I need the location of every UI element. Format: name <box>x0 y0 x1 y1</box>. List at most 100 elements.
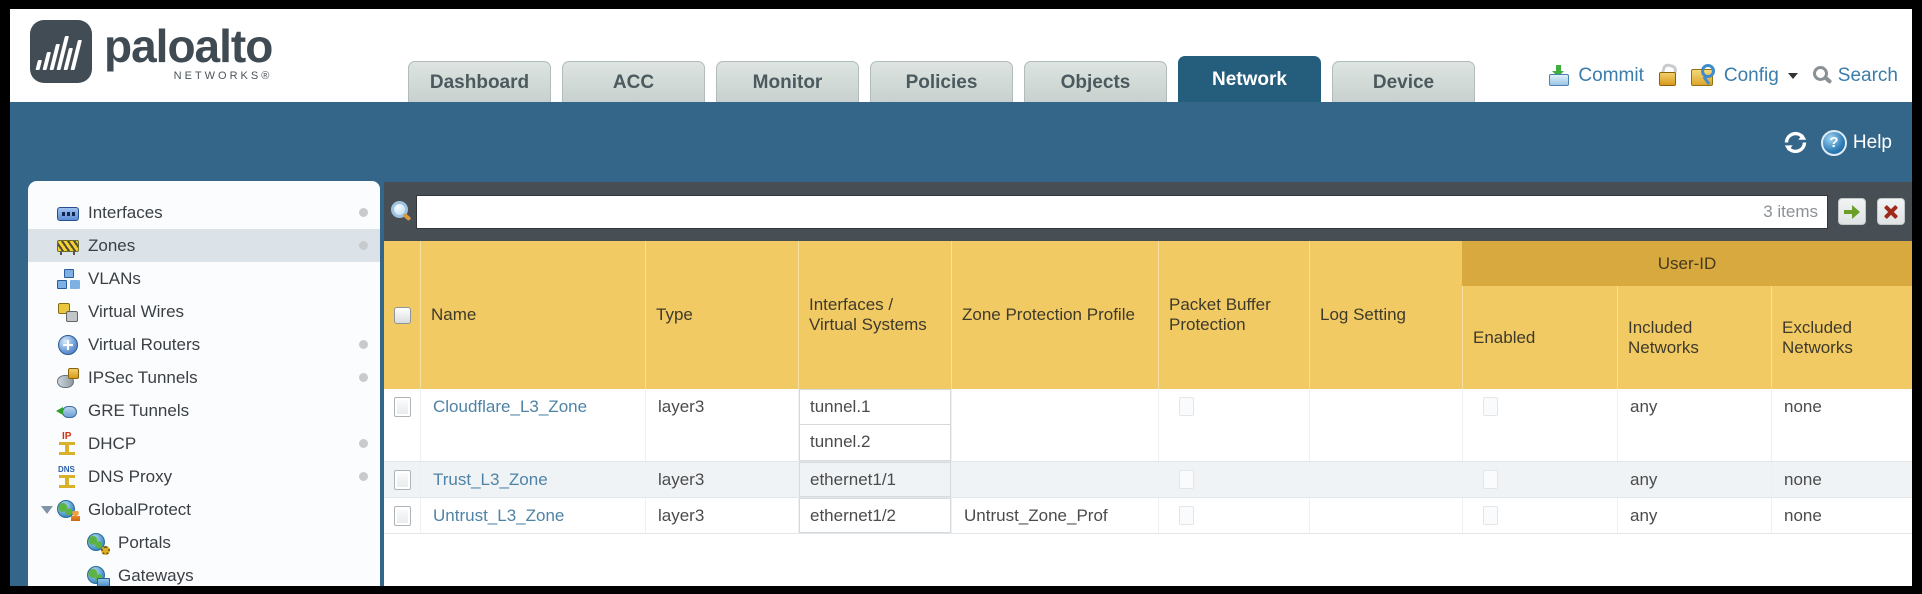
sidebar-item-label: Portals <box>118 532 171 552</box>
sidebar-item-label: Virtual Routers <box>88 334 201 354</box>
sidebar-item-vlans[interactable]: VLANs <box>28 262 380 295</box>
interface-entry: tunnel.1 <box>799 389 951 425</box>
table-body: Cloudflare_L3_Zone layer3 tunnel.1 tunne… <box>384 389 1912 534</box>
select-all-checkbox[interactable] <box>393 306 411 324</box>
tab-acc[interactable]: ACC <box>562 61 705 102</box>
zone-link[interactable]: Cloudflare_L3_Zone <box>433 397 588 416</box>
status-dot <box>359 472 368 481</box>
col-header-name[interactable]: Name <box>420 241 645 389</box>
filter-search-icon[interactable] <box>388 198 412 226</box>
cell-zone-protection-profile: Untrust_Zone_Prof <box>951 498 1158 533</box>
cell-name: Cloudflare_L3_Zone <box>420 389 645 461</box>
dhcp-icon <box>56 432 80 456</box>
sidebar-item-virtual-routers[interactable]: Virtual Routers <box>28 328 380 361</box>
cell-packet-buffer-protection <box>1158 462 1309 497</box>
filter-input[interactable] <box>416 194 1828 229</box>
sidebar-item-globalprotect[interactable]: GlobalProtect <box>28 493 380 526</box>
interfaces-icon <box>56 201 80 225</box>
cell-name: Untrust_L3_Zone <box>420 498 645 533</box>
config-menu[interactable]: Config <box>1723 64 1779 86</box>
sidebar-item-label: Zones <box>88 235 136 255</box>
tab-objects[interactable]: Objects <box>1024 61 1167 102</box>
row-checkbox[interactable] <box>393 506 411 526</box>
cell-packet-buffer-protection <box>1158 498 1309 533</box>
logo-bars-icon <box>35 34 89 70</box>
commit-icon[interactable] <box>1547 64 1571 88</box>
sidebar-item-virtual-wires[interactable]: Virtual Wires <box>28 295 380 328</box>
user-id-group-header: User-ID <box>1462 241 1912 286</box>
brand-subtitle: NETWORKS® <box>173 70 273 82</box>
sidebar-item-zones[interactable]: Zones <box>28 229 380 262</box>
tab-policies[interactable]: Policies <box>870 61 1013 102</box>
tab-dashboard[interactable]: Dashboard <box>408 61 551 102</box>
gre-tunnels-icon <box>56 399 80 423</box>
config-icon[interactable] <box>1690 63 1717 88</box>
col-header-enabled[interactable]: Enabled <box>1462 286 1617 389</box>
commit-button[interactable]: Commit <box>1578 64 1644 86</box>
col-header-packet-buffer-protection[interactable]: Packet Buffer Protection <box>1158 241 1309 389</box>
cell-type: layer3 <box>645 498 798 533</box>
col-header-log-setting[interactable]: Log Setting <box>1309 241 1462 389</box>
row-checkbox[interactable] <box>393 397 411 417</box>
col-header-excluded-networks[interactable]: Excluded Networks <box>1771 286 1912 389</box>
sidebar-item-gateways[interactable]: Gateways <box>28 559 380 586</box>
sidebar-item-label: Gateways <box>118 565 194 585</box>
cell-user-id-enabled <box>1462 389 1617 461</box>
zones-main-panel: 3 items Name Type Interfaces / Virtual S… <box>384 182 1912 586</box>
cell-type: layer3 <box>645 462 798 497</box>
interface-entry: tunnel.2 <box>799 425 951 461</box>
help-button[interactable]: Help <box>1852 131 1892 153</box>
main-nav-tabs: Dashboard ACC Monitor Policies Objects N… <box>408 56 1475 102</box>
tab-device[interactable]: Device <box>1332 61 1475 102</box>
status-dot <box>359 208 368 217</box>
col-header-included-networks[interactable]: Included Networks <box>1617 286 1771 389</box>
clear-filter-button[interactable] <box>1877 198 1905 225</box>
row-checkbox[interactable] <box>393 470 411 490</box>
packet-buffer-checkbox <box>1179 506 1194 525</box>
col-header-type[interactable]: Type <box>645 241 798 389</box>
tab-network[interactable]: Network <box>1178 56 1321 102</box>
sidebar-item-portals[interactable]: Portals <box>28 526 380 559</box>
global-search-button[interactable]: Search <box>1837 64 1898 86</box>
apply-filter-button[interactable] <box>1838 198 1866 225</box>
cell-included-networks: any <box>1617 462 1771 497</box>
cell-included-networks: any <box>1617 389 1771 461</box>
sidebar-item-label: Virtual Wires <box>88 301 185 321</box>
status-dot <box>359 340 368 349</box>
zone-link[interactable]: Untrust_L3_Zone <box>433 506 565 525</box>
packet-buffer-checkbox <box>1179 470 1194 489</box>
col-header-interfaces[interactable]: Interfaces / Virtual Systems <box>798 241 951 389</box>
collapse-triangle-icon[interactable] <box>41 505 53 514</box>
refresh-icon[interactable] <box>1782 129 1809 156</box>
sidebar-item-dns-proxy[interactable]: DNS Proxy <box>28 460 380 493</box>
cell-zone-protection-profile <box>951 389 1158 461</box>
cell-interfaces: tunnel.1 tunnel.2 <box>798 389 951 461</box>
select-all-cell <box>384 241 420 389</box>
cell-name: Trust_L3_Zone <box>420 462 645 497</box>
cell-excluded-networks: none <box>1771 498 1912 533</box>
sidebar-item-dhcp[interactable]: DHCP <box>28 427 380 460</box>
status-dot <box>359 241 368 250</box>
band-tools: ? Help <box>1782 129 1892 156</box>
cell-interfaces: ethernet1/2 <box>798 498 951 533</box>
col-header-zone-protection-profile[interactable]: Zone Protection Profile <box>951 241 1158 389</box>
table-row-cloudflare: Cloudflare_L3_Zone layer3 tunnel.1 tunne… <box>384 389 1912 462</box>
tab-monitor[interactable]: Monitor <box>716 61 859 102</box>
sidebar-item-interfaces[interactable]: Interfaces <box>28 196 380 229</box>
sidebar-item-label: Interfaces <box>88 202 163 222</box>
ipsec-tunnels-icon <box>56 366 80 390</box>
help-icon[interactable]: ? <box>1820 129 1847 156</box>
lock-icon[interactable] <box>1657 62 1679 88</box>
portals-icon <box>86 531 110 555</box>
globalprotect-icon <box>56 498 80 522</box>
sidebar-item-gre-tunnels[interactable]: GRE Tunnels <box>28 394 380 427</box>
sidebar-item-label: DNS Proxy <box>88 466 173 486</box>
sidebar-item-ipsec-tunnels[interactable]: IPSec Tunnels <box>28 361 380 394</box>
cell-log-setting <box>1309 462 1462 497</box>
sidebar-item-label: GlobalProtect <box>88 499 191 519</box>
global-search-icon[interactable] <box>1811 64 1832 87</box>
sidebar-item-label: DHCP <box>88 433 137 453</box>
config-caret-icon[interactable] <box>1787 72 1798 79</box>
zone-link[interactable]: Trust_L3_Zone <box>433 470 548 489</box>
